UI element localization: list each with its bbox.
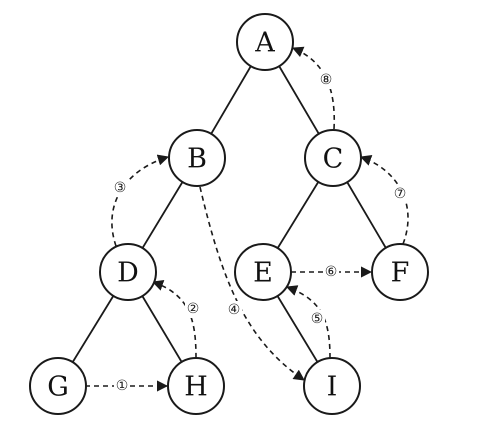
thread-3-d-to-b <box>111 154 170 247</box>
node-e: E <box>234 243 292 301</box>
step-label-3: ③ <box>112 179 128 197</box>
svg-text:②: ② <box>187 301 200 317</box>
step-labels: ① ② ③ ④ ⑤ ⑥ ⑦ ⑧ <box>112 71 408 395</box>
node-f: F <box>371 243 429 301</box>
node-g: G <box>29 357 87 415</box>
step-label-5: ⑤ <box>309 310 325 328</box>
node-i: I <box>303 357 361 415</box>
thread-4-b-to-i <box>199 186 305 381</box>
tree-edges <box>57 41 401 387</box>
svg-text:⑦: ⑦ <box>394 186 407 202</box>
step-label-1: ① <box>114 377 130 395</box>
svg-text:①: ① <box>116 378 129 394</box>
step-label-6: ⑥ <box>323 263 339 281</box>
node-h: H <box>167 357 225 415</box>
step-label-8: ⑧ <box>318 71 334 89</box>
thread-8-c-to-a <box>291 46 336 130</box>
step-label-4: ④ <box>226 301 242 319</box>
node-d: D <box>99 243 157 301</box>
node-c-label: C <box>323 144 344 175</box>
node-b-label: B <box>187 144 207 175</box>
node-e-label: E <box>253 258 273 289</box>
traversal-threads <box>85 46 409 392</box>
svg-text:⑥: ⑥ <box>325 264 338 280</box>
tree-nodes: A B C D E F G H <box>29 13 429 415</box>
node-a-label: A <box>254 28 275 59</box>
svg-text:④: ④ <box>228 302 241 318</box>
node-a: A <box>236 13 294 71</box>
thread-2-h-to-d <box>151 280 197 359</box>
node-c: C <box>304 129 362 187</box>
node-i-label: I <box>327 372 338 403</box>
node-h-label: H <box>184 372 208 403</box>
svg-text:⑧: ⑧ <box>320 72 333 88</box>
node-g-label: G <box>47 372 69 403</box>
step-label-7: ⑦ <box>392 185 408 203</box>
step-label-2: ② <box>185 300 201 318</box>
node-f-label: F <box>391 258 410 289</box>
node-b: B <box>168 129 226 187</box>
svg-text:⑤: ⑤ <box>311 311 324 327</box>
node-d-label: D <box>117 258 139 289</box>
svg-text:③: ③ <box>114 180 127 196</box>
